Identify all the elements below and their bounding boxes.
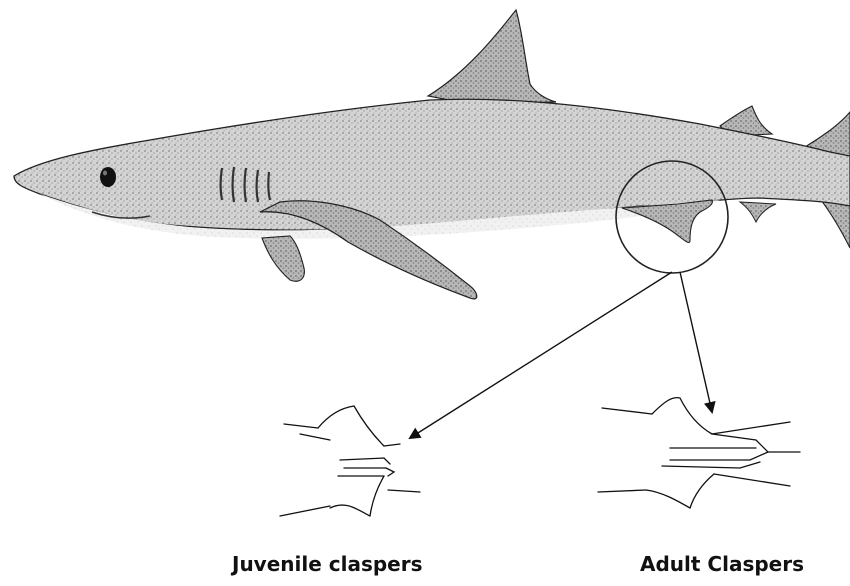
shark-illustration bbox=[14, 10, 850, 299]
juvenile-clasper-sketch bbox=[280, 406, 420, 516]
arrow-to-juvenile bbox=[410, 272, 672, 438]
shark-body bbox=[14, 99, 850, 230]
adult-clasper-sketch bbox=[598, 398, 800, 508]
arrow-to-adult bbox=[680, 272, 712, 412]
pectoral-lower-lobe bbox=[262, 236, 304, 281]
shark-eye bbox=[100, 167, 116, 187]
juvenile-claspers-label: Juvenile claspers bbox=[232, 552, 423, 576]
adult-claspers-label: Adult Claspers bbox=[640, 552, 804, 576]
first-dorsal-fin bbox=[428, 10, 556, 104]
anal-fin bbox=[740, 202, 776, 222]
